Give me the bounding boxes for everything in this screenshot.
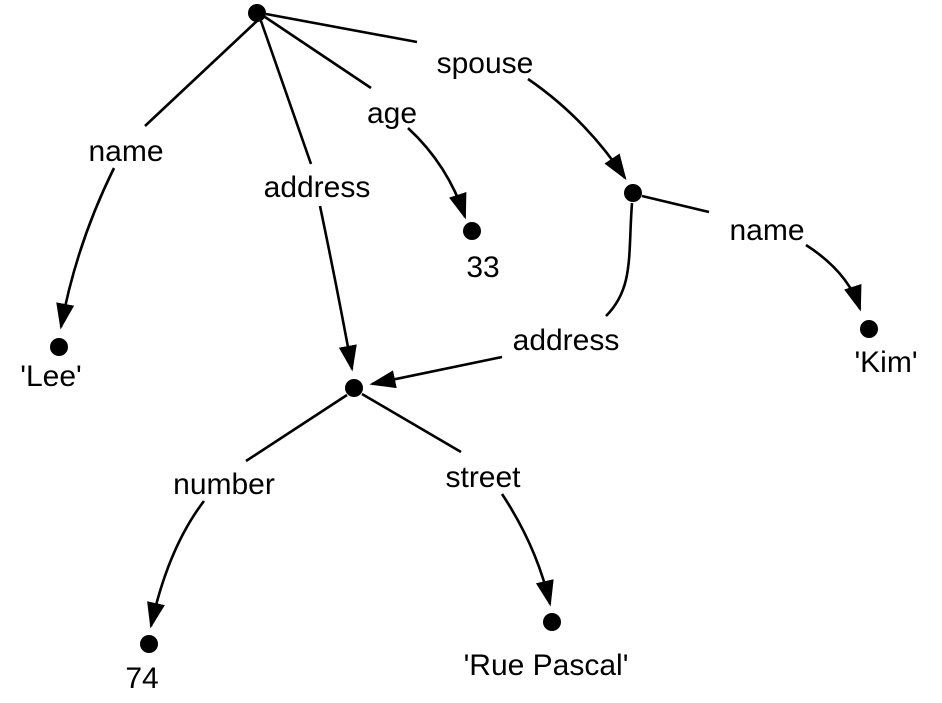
edge-address-right-arrow: [369, 355, 503, 389]
edge-label-name-right: name: [729, 214, 805, 247]
edge-spouse-stem: [265, 12, 418, 44]
node-value-lee: [50, 338, 68, 356]
edge-name-right-arrow: [805, 243, 862, 312]
value-label-rue-pascal: 'Rue Pascal': [463, 649, 629, 682]
node-value-street: [543, 613, 561, 631]
edge-address-right-stem: [605, 202, 634, 317]
edge-street-arrow: [500, 493, 554, 607]
value-label-33: 33: [466, 251, 500, 284]
edge-label-age: age: [366, 97, 418, 130]
edge-age-stem: [264, 15, 372, 90]
edge-label-number: number: [173, 468, 275, 501]
edge-address-left-stem: [259, 20, 313, 165]
node-layer: [50, 4, 878, 653]
value-label-lee: 'Lee': [20, 360, 82, 393]
edge-label-street: street: [445, 461, 521, 494]
node-person: [248, 4, 266, 22]
edge-label-address-right: address: [512, 324, 620, 357]
edge-label-address-left: address: [263, 171, 371, 204]
node-value-74: [140, 635, 158, 653]
edge-street-stem: [361, 392, 462, 454]
edge-address-left-arrow: [318, 205, 357, 372]
edge-name-right-stem: [641, 194, 710, 214]
node-value-kim: [860, 320, 878, 338]
value-label-74: 74: [125, 662, 159, 695]
value-label-kim: 'Kim': [854, 346, 918, 379]
node-value-33: [463, 222, 481, 240]
edge-label-spouse: spouse: [436, 47, 534, 80]
edge-number-arrow: [147, 500, 206, 629]
edge-name-left-arrow: [56, 167, 116, 330]
edge-label-name-left: name: [88, 135, 164, 168]
edge-name-left-stem: [144, 19, 259, 127]
edge-spouse-arrow: [527, 77, 627, 181]
edge-layer: [56, 12, 862, 629]
node-address: [345, 379, 363, 397]
node-spouse: [624, 184, 642, 202]
edge-age-arrow: [407, 127, 467, 220]
edge-number-stem: [245, 393, 348, 463]
